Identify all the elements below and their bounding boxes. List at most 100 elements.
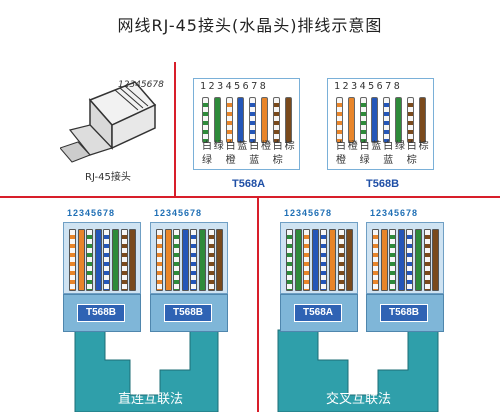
connector-wire: [346, 229, 354, 291]
wire-color-label: 蓝: [371, 141, 382, 152]
connector-pin-numbers: 12345678: [67, 208, 116, 218]
connector-wire: [380, 229, 388, 291]
wire: [418, 97, 426, 143]
pin-number: 2: [342, 81, 352, 92]
connector-standard-label: T568B: [380, 304, 428, 322]
wire: [284, 97, 292, 143]
wire-color-label: 棕: [284, 141, 295, 152]
connector-wire: [164, 229, 172, 291]
pin-number: 1: [200, 81, 209, 92]
wire-color-label: 绿: [395, 141, 405, 152]
pin-number: 4: [225, 81, 235, 92]
pin-number: 4: [359, 81, 369, 92]
wire-color-label: 白: [272, 141, 283, 152]
wire-color-label: 绿: [202, 155, 212, 166]
connector-wire: [372, 229, 379, 291]
wire: [202, 97, 209, 143]
wire-color-label: 棕: [272, 155, 283, 166]
t568b-wiring-box: 12345678 白橙白蓝白绿白棕 橙绿蓝棕: [327, 78, 434, 170]
cross-cable: [277, 329, 439, 412]
connector-wire: [303, 229, 311, 291]
connector-standard-label: T568A: [294, 304, 342, 322]
wire: [237, 97, 245, 143]
connector-wire: [286, 229, 293, 291]
page-title: 网线RJ-45接头(水晶头)排线示意图: [117, 16, 383, 35]
pin-number: 7: [385, 81, 394, 92]
connector-wire: [311, 229, 319, 291]
divider-top: [0, 196, 500, 198]
connector-wire: [103, 229, 111, 291]
pin-number: 5: [368, 81, 377, 92]
pin-number: 2: [208, 81, 218, 92]
connector-pin-numbers: 12345678: [284, 208, 333, 218]
connector-wire: [415, 229, 422, 291]
pin-number: 3: [217, 81, 226, 92]
connector-wire: [406, 229, 414, 291]
pin-number: 1: [334, 81, 343, 92]
wire: [406, 97, 414, 143]
t568a-label: T568A: [232, 178, 266, 190]
wire-color-label: 白: [202, 141, 212, 152]
connector-wire: [207, 229, 215, 291]
connector-wire: [216, 229, 224, 291]
connector-wire: [432, 229, 440, 291]
connector-plate: [366, 294, 444, 332]
pin-number: 6: [376, 81, 386, 92]
connector-body: [280, 222, 358, 294]
connector-body: [150, 222, 228, 294]
wire-color-label: 白: [383, 141, 394, 152]
cross-caption: 交叉互联法: [326, 392, 392, 407]
wire: [213, 97, 221, 143]
t568b-pin-numbers: 12345678: [334, 81, 402, 92]
wire-color-label: 橙: [347, 141, 358, 152]
wire-color-label: 白: [249, 141, 260, 152]
wire: [383, 97, 391, 143]
divider-vertical-upper: [174, 62, 176, 196]
connector-wire: [337, 229, 345, 291]
wire: [347, 97, 355, 143]
connector-body: [63, 222, 141, 294]
connector-standard-label: T568B: [164, 304, 212, 322]
t568a-wires: [194, 93, 299, 143]
wire-color-label: 蓝: [237, 141, 248, 152]
connector-wire: [156, 229, 163, 291]
connector-wire: [389, 229, 397, 291]
wire-color-label: 棕: [406, 155, 417, 166]
wire-color-label: 橙: [225, 155, 236, 166]
pin-number: 8: [259, 81, 269, 92]
rj45-plug-icon: [59, 81, 157, 163]
connector-wire: [94, 229, 102, 291]
connector-wire: [120, 229, 128, 291]
t568b-wires: [328, 93, 433, 143]
connector-wire: [77, 229, 85, 291]
divider-vertical-lower: [257, 196, 259, 412]
connector-body: [366, 222, 444, 294]
wire-color-label: 白: [336, 141, 346, 152]
pin-number: 3: [351, 81, 360, 92]
wire-color-label: 蓝: [249, 155, 260, 166]
wire-color-label: 绿: [213, 141, 224, 152]
connector-wire: [86, 229, 94, 291]
wire: [336, 97, 343, 143]
connector-wire: [199, 229, 206, 291]
pin-number: 7: [251, 81, 260, 92]
rj45-label: RJ-45接头: [85, 172, 131, 183]
connector-wire: [397, 229, 405, 291]
connector-pin-numbers: 12345678: [154, 208, 203, 218]
wire: [225, 97, 233, 143]
connector-wire: [423, 229, 431, 291]
wire: [249, 97, 257, 143]
pin-number: 6: [242, 81, 252, 92]
wire-color-label: 棕: [418, 141, 429, 152]
connector-wire: [190, 229, 198, 291]
wire-color-label: 橙: [261, 141, 271, 152]
wire-color-label: 白: [359, 141, 370, 152]
t568a-pin-numbers: 12345678: [200, 81, 268, 92]
wire: [272, 97, 280, 143]
wire-color-label: 白: [225, 141, 236, 152]
connector-pin-numbers: 12345678: [370, 208, 419, 218]
connector-wire: [173, 229, 181, 291]
